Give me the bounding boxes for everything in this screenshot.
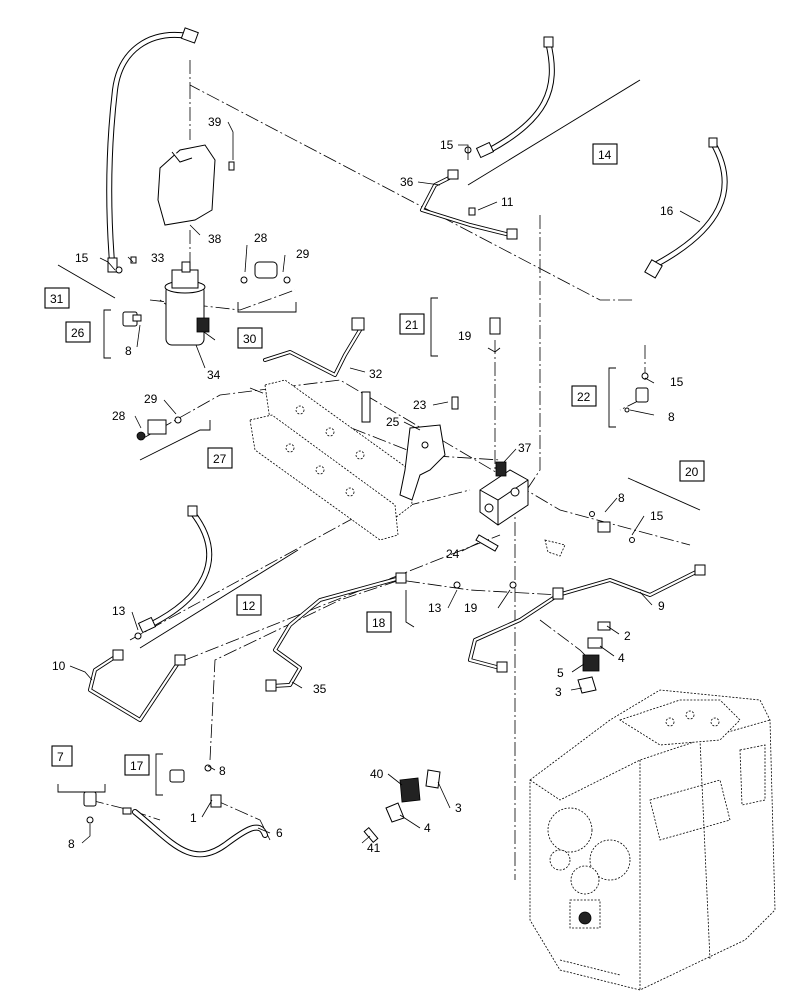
- fitting-22: [624, 372, 649, 413]
- fitting-7: [83, 791, 132, 824]
- callout-box-20: 20: [679, 460, 705, 482]
- callout-23: 23: [413, 398, 427, 412]
- callout-25: 25: [386, 415, 400, 429]
- callout-box-22: 22: [571, 385, 597, 407]
- svg-text:22: 22: [577, 390, 591, 404]
- svg-text:31: 31: [50, 292, 64, 306]
- callout-40: 40: [370, 767, 384, 781]
- callout-15: 15: [440, 138, 454, 152]
- callout-labels: 1 2 3 3 4 4 5 6 8 8 8 8 8 9 10 11 13 13 …: [52, 115, 684, 855]
- callout-2: 2: [624, 629, 631, 643]
- hose-top-left: [106, 27, 199, 273]
- callout-19: 19: [464, 601, 478, 615]
- tube-35: [265, 572, 407, 692]
- callout-box-17: 17: [124, 754, 150, 776]
- svg-text:7: 7: [57, 750, 64, 764]
- callout-3: 3: [555, 685, 562, 699]
- callout-8: 8: [618, 491, 625, 505]
- callout-10: 10: [52, 659, 66, 673]
- callout-box-14: 14: [592, 143, 618, 165]
- callout-box-18: 18: [366, 611, 392, 633]
- callout-36: 36: [400, 175, 414, 189]
- svg-text:14: 14: [598, 148, 612, 162]
- fitting-27: [136, 416, 182, 441]
- callout-29: 29: [296, 247, 310, 261]
- callout-13: 13: [112, 604, 126, 618]
- tube-32: [263, 317, 365, 377]
- callout-8: 8: [125, 344, 132, 358]
- callout-37: 37: [518, 441, 532, 455]
- hose-12: [137, 505, 213, 634]
- leader-lines: [69, 121, 701, 844]
- tube-10: [88, 649, 186, 722]
- callout-8: 8: [219, 764, 226, 778]
- callout-box-30: 30: [237, 327, 263, 349]
- callout-35: 35: [313, 682, 327, 696]
- callout-6: 6: [276, 826, 283, 840]
- svg-text:30: 30: [243, 332, 257, 346]
- callout-19: 19: [458, 329, 472, 343]
- svg-text:27: 27: [213, 452, 227, 466]
- svg-text:20: 20: [685, 465, 699, 479]
- callout-33: 33: [151, 251, 165, 265]
- callout-9: 9: [658, 599, 665, 613]
- svg-text:26: 26: [71, 326, 85, 340]
- callout-11: 11: [501, 195, 514, 209]
- callout-15: 15: [650, 509, 664, 523]
- fitting-26: [122, 311, 142, 327]
- tube-36: [420, 169, 518, 240]
- callout-24: 24: [446, 547, 460, 561]
- callout-13: 13: [428, 601, 442, 615]
- callout-box-7: 7: [51, 745, 73, 767]
- callout-41: 41: [367, 841, 381, 855]
- hose-14: [475, 36, 555, 159]
- tube-9: [468, 564, 706, 673]
- svg-text:21: 21: [405, 318, 419, 332]
- sensor-21: [487, 317, 501, 353]
- callout-34: 34: [207, 368, 221, 382]
- callout-15: 15: [670, 375, 684, 389]
- filter-cover-38: [157, 144, 216, 226]
- valve-block-37: [479, 461, 566, 557]
- callout-15: 15: [75, 251, 89, 265]
- callout-1: 1: [190, 811, 197, 825]
- hose-16: [644, 137, 728, 279]
- callout-8: 8: [68, 837, 75, 851]
- callout-28: 28: [112, 409, 126, 423]
- callout-box-27: 27: [207, 447, 233, 469]
- callout-38: 38: [208, 232, 222, 246]
- callout-box-21: 21: [399, 313, 425, 335]
- callout-39: 39: [208, 115, 222, 129]
- boxed-callouts: 7 12 14 17 18 20 21 22: [44, 143, 705, 776]
- mounting-rail: [249, 379, 413, 541]
- svg-text:17: 17: [130, 759, 144, 773]
- svg-text:18: 18: [372, 616, 386, 630]
- kit-brackets: [57, 79, 701, 796]
- callout-5: 5: [557, 666, 564, 680]
- callout-box-31: 31: [44, 287, 70, 309]
- fitting-17: [169, 764, 212, 783]
- callout-4: 4: [618, 651, 625, 665]
- fitting-30: [240, 261, 291, 284]
- callout-3: 3: [455, 801, 462, 815]
- fitting-20: [589, 511, 635, 543]
- filter-34: [164, 261, 210, 346]
- clamp-group-lower: [363, 769, 441, 843]
- clamp-group-upper: [577, 621, 611, 694]
- callout-4: 4: [424, 821, 431, 835]
- callout-32: 32: [369, 367, 383, 381]
- svg-text:12: 12: [242, 599, 256, 613]
- callout-box-12: 12: [236, 594, 262, 616]
- small-bolts: [115, 146, 517, 640]
- callout-16: 16: [660, 204, 674, 218]
- callout-8: 8: [668, 410, 675, 424]
- bracket-25: [399, 424, 446, 501]
- hose-6: [132, 794, 268, 858]
- callout-box-26: 26: [65, 321, 91, 343]
- transmission-housing: [529, 689, 776, 991]
- callout-29: 29: [144, 392, 158, 406]
- callout-28: 28: [254, 231, 268, 245]
